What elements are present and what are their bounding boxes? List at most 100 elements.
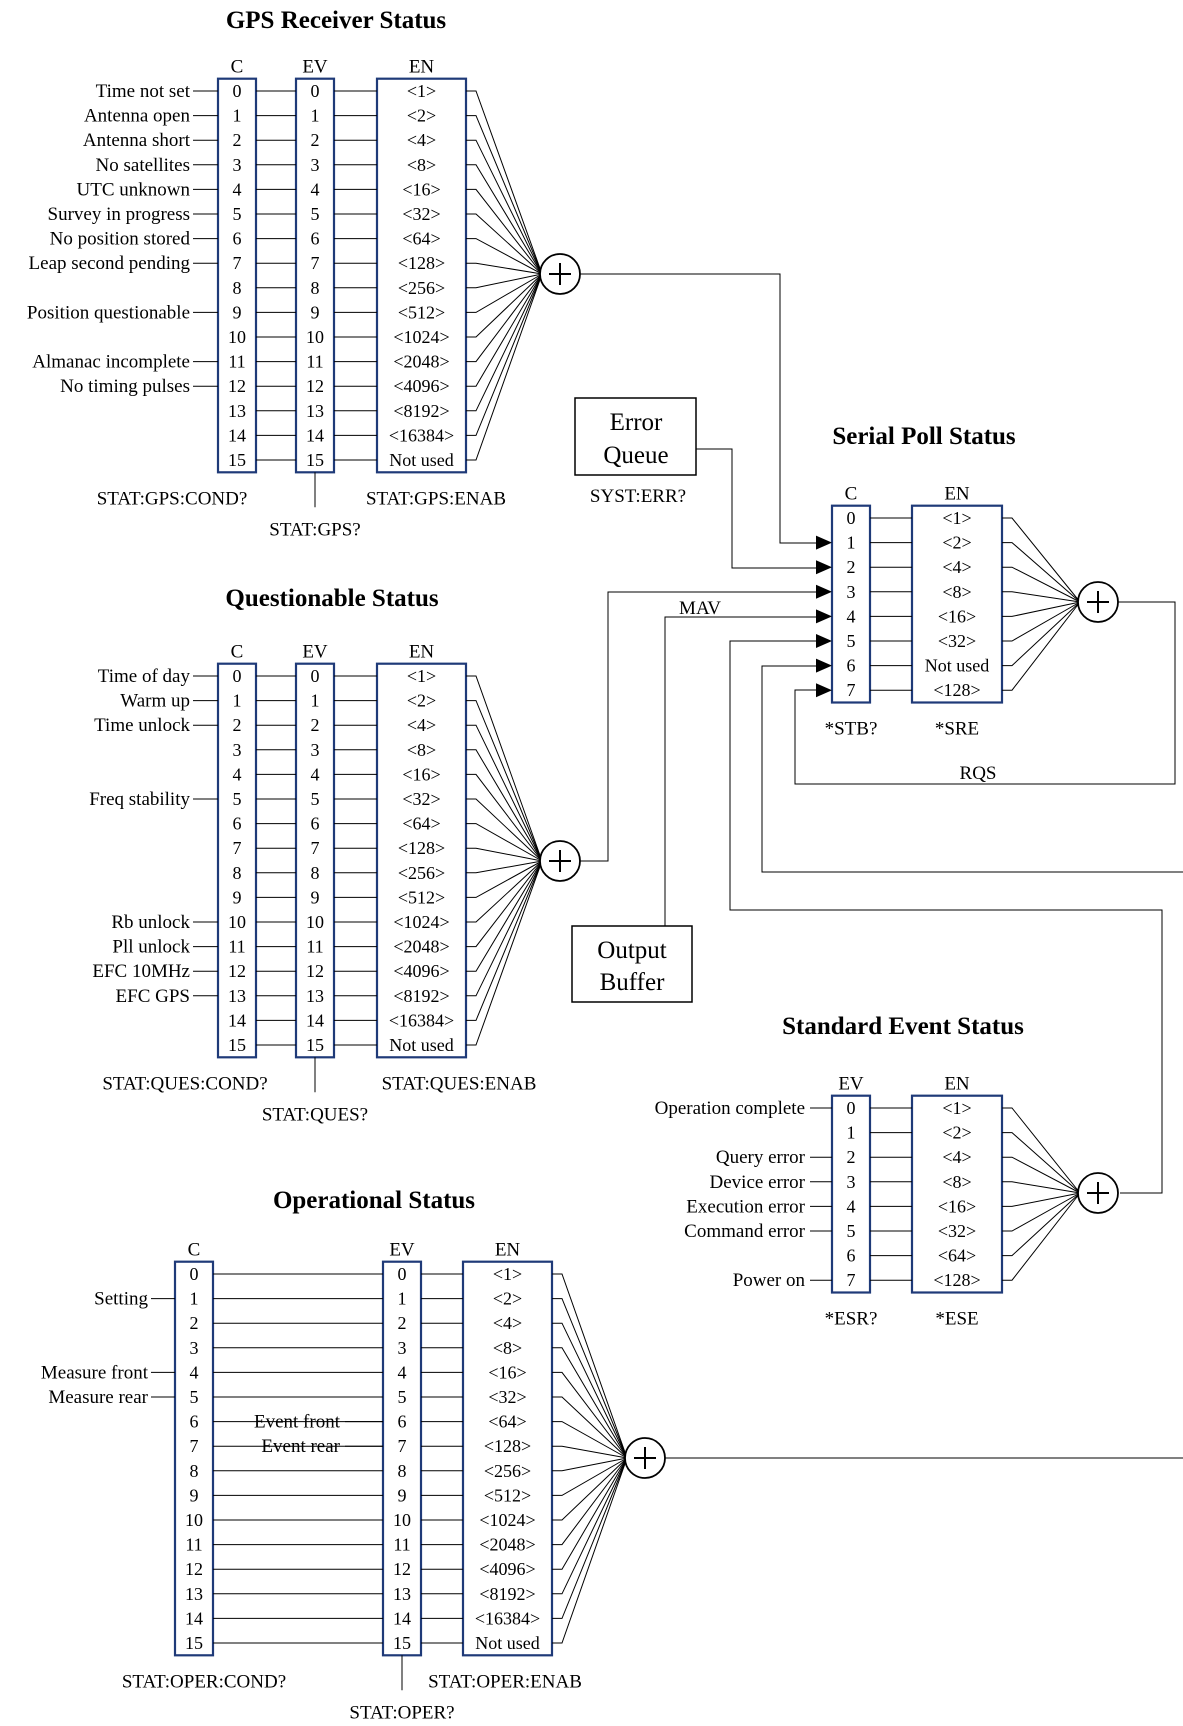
gps-enable-to-sum-wire [466, 164, 543, 275]
gps-bit-label: Leap second pending [29, 253, 191, 274]
ques-condition-bit: 11 [228, 937, 245, 957]
gps-enable-mask: <32> [402, 204, 440, 224]
std-bit-label: Device error [710, 1172, 806, 1193]
gps-event-bit: 4 [311, 179, 320, 199]
oper-enable-to-sum-wire [552, 1457, 628, 1619]
gps-event-bit: 8 [311, 278, 320, 298]
serial-enable-to-sum-wire [1002, 566, 1081, 603]
ques-enable-to-sum-wire [466, 860, 543, 948]
std-enable-mask: <2> [942, 1123, 971, 1143]
std-bit: 0 [847, 1098, 856, 1118]
ques-enable-to-sum-wire [466, 860, 543, 1046]
gps-condition-register [216, 77, 258, 474]
ques-enable-to-sum-wire [466, 860, 543, 972]
gps-condition-bit: 4 [233, 179, 242, 199]
ques-enable-mask: <32> [402, 789, 440, 809]
ques-event-bit: 2 [311, 715, 320, 735]
oper-enable-to-sum-wire [552, 1457, 628, 1595]
std-summation-node [1077, 1172, 1119, 1214]
oper-event-label: Event front [254, 1412, 341, 1433]
gps-bit-label: Almanac incomplete [32, 352, 190, 373]
std-bit-label: Operation complete [655, 1098, 805, 1119]
ques-enable-to-sum-wire [466, 773, 543, 862]
std-bit: 4 [847, 1196, 856, 1216]
oper-event-bit: 10 [393, 1510, 411, 1530]
oper-enable-to-sum-wire [552, 1273, 628, 1459]
oper-enable-mask: <2048> [479, 1535, 535, 1555]
oper-condition-register [173, 1260, 215, 1657]
oper-enable-mask: <4096> [479, 1559, 535, 1579]
std-enable-mask: <1> [942, 1098, 971, 1118]
gps-enable-command: STAT:GPS:ENAB [366, 488, 506, 509]
oper-condition-bit: 7 [190, 1436, 199, 1456]
ques-enable-mask: <16> [402, 764, 440, 784]
std-enable-command: *ESE [935, 1309, 978, 1330]
ques-event-bit: 1 [311, 691, 320, 711]
serial-enable-mask: <4> [942, 557, 971, 577]
serial-bit: 1 [847, 533, 856, 553]
serial-bit: 3 [847, 582, 856, 602]
serial-enable-to-sum-wire [1002, 601, 1081, 642]
oper-condition-bit: 11 [185, 1535, 202, 1555]
ques-enable-mask: <8192> [393, 986, 449, 1006]
gps-enable-mask: <64> [402, 229, 440, 249]
serial-enable-to-sum-wire [1002, 601, 1081, 691]
oper-title: Operational Status [273, 1187, 475, 1214]
std-enable-to-sum-wire [1002, 1192, 1081, 1232]
error-queue-label-line2: Queue [603, 442, 668, 469]
ques-event-bit: 12 [306, 961, 324, 981]
ques-condition-bit: 9 [233, 887, 242, 907]
ques-header-enable: EN [409, 642, 435, 663]
ques-enable-to-sum-wire [466, 749, 543, 862]
std-bit-label: Power on [733, 1270, 806, 1291]
gps-enable-to-sum-wire [466, 273, 543, 313]
oper-event-bit: 4 [398, 1362, 407, 1382]
std-bit-label: Query error [716, 1147, 806, 1168]
ques-condition-register [216, 662, 258, 1059]
gps-event-bit: 15 [306, 450, 324, 470]
ques-condition-bit: 12 [228, 961, 246, 981]
gps-bit-label: Antenna open [84, 106, 191, 127]
ques-enable-to-sum-wire [466, 847, 543, 862]
oper-condition-bit: 4 [190, 1362, 199, 1382]
gps-enable-mask: <1> [407, 81, 436, 101]
ques-event-bit: 6 [311, 814, 320, 834]
ques-header-condition: C [231, 642, 244, 663]
oper-event-bit: 2 [398, 1313, 407, 1333]
std-enable-to-sum-wire [1002, 1156, 1081, 1194]
ques-enable-mask: <1> [407, 666, 436, 686]
gps-enable-to-sum-wire [466, 273, 543, 461]
oper-enable-command: STAT:OPER:ENAB [428, 1671, 582, 1692]
serial-bit: 0 [847, 508, 856, 528]
serial-enable-to-sum-wire [1002, 591, 1081, 603]
gps-enable-mask: <2> [407, 106, 436, 126]
serial-enable-to-sum-wire [1002, 601, 1081, 667]
oper-condition-bit: 6 [190, 1412, 199, 1432]
gps-bit-label: UTC unknown [77, 179, 191, 200]
serial-enable-mask: <128> [933, 680, 980, 700]
arrow-icon [816, 658, 832, 673]
ques-event-bit: 10 [306, 912, 324, 932]
ques-condition-bit: 6 [233, 814, 242, 834]
std-enable-mask: <64> [938, 1246, 976, 1266]
oper-condition-command: STAT:OPER:COND? [122, 1671, 286, 1692]
serial-enable-mask: <1> [942, 508, 971, 528]
gps-event-bit: 0 [311, 81, 320, 101]
gps-bit-label: Time not set [96, 81, 191, 102]
serial-enable-mask: <8> [942, 582, 971, 602]
gps-condition-bit: 11 [228, 352, 245, 372]
gps-condition-bit: 7 [233, 253, 242, 273]
gps-enable-to-sum-wire [466, 139, 543, 275]
arrow-icon [816, 683, 832, 698]
std-enable-mask: <16> [938, 1196, 976, 1216]
oper-enable-mask: <64> [488, 1412, 526, 1432]
std-bit: 2 [847, 1147, 856, 1167]
gps-event-register [294, 77, 336, 474]
arrow-icon [816, 584, 832, 599]
std-bit: 7 [847, 1270, 856, 1290]
std-header-left: EV [838, 1074, 864, 1095]
gps-event-bit: 1 [311, 106, 320, 126]
oper-header-condition: C [188, 1240, 201, 1261]
